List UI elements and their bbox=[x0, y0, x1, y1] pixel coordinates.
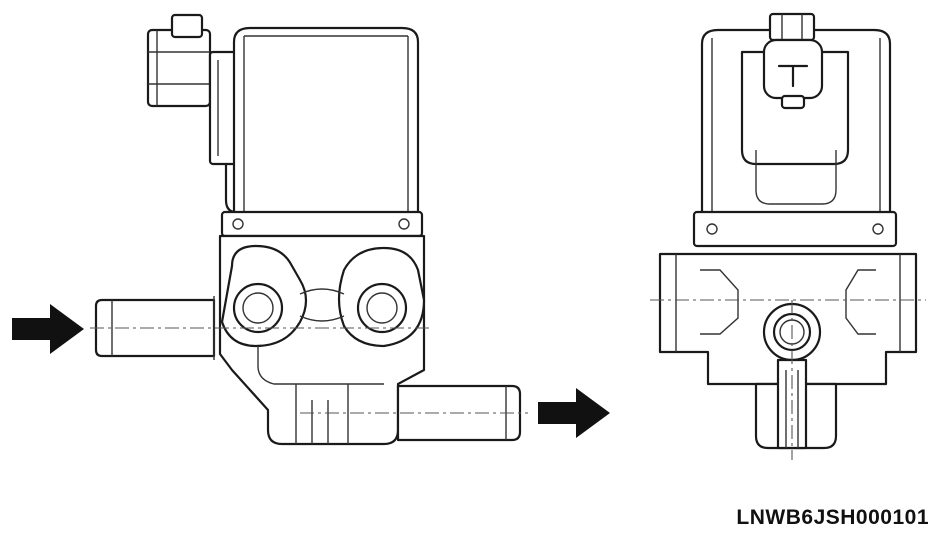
outlet-pipe bbox=[300, 384, 528, 442]
side-view bbox=[12, 13, 610, 446]
side-connector bbox=[146, 13, 246, 214]
outlet-arrow bbox=[538, 388, 610, 438]
inlet-arrow bbox=[12, 304, 84, 354]
front-base bbox=[754, 300, 838, 460]
side-coil-housing bbox=[220, 26, 424, 238]
reference-code: LNWB6JSH000101 bbox=[736, 506, 929, 529]
front-view bbox=[650, 12, 926, 460]
inlet-pipe bbox=[90, 296, 430, 360]
side-valve-body bbox=[218, 234, 426, 446]
front-connector bbox=[740, 12, 850, 205]
